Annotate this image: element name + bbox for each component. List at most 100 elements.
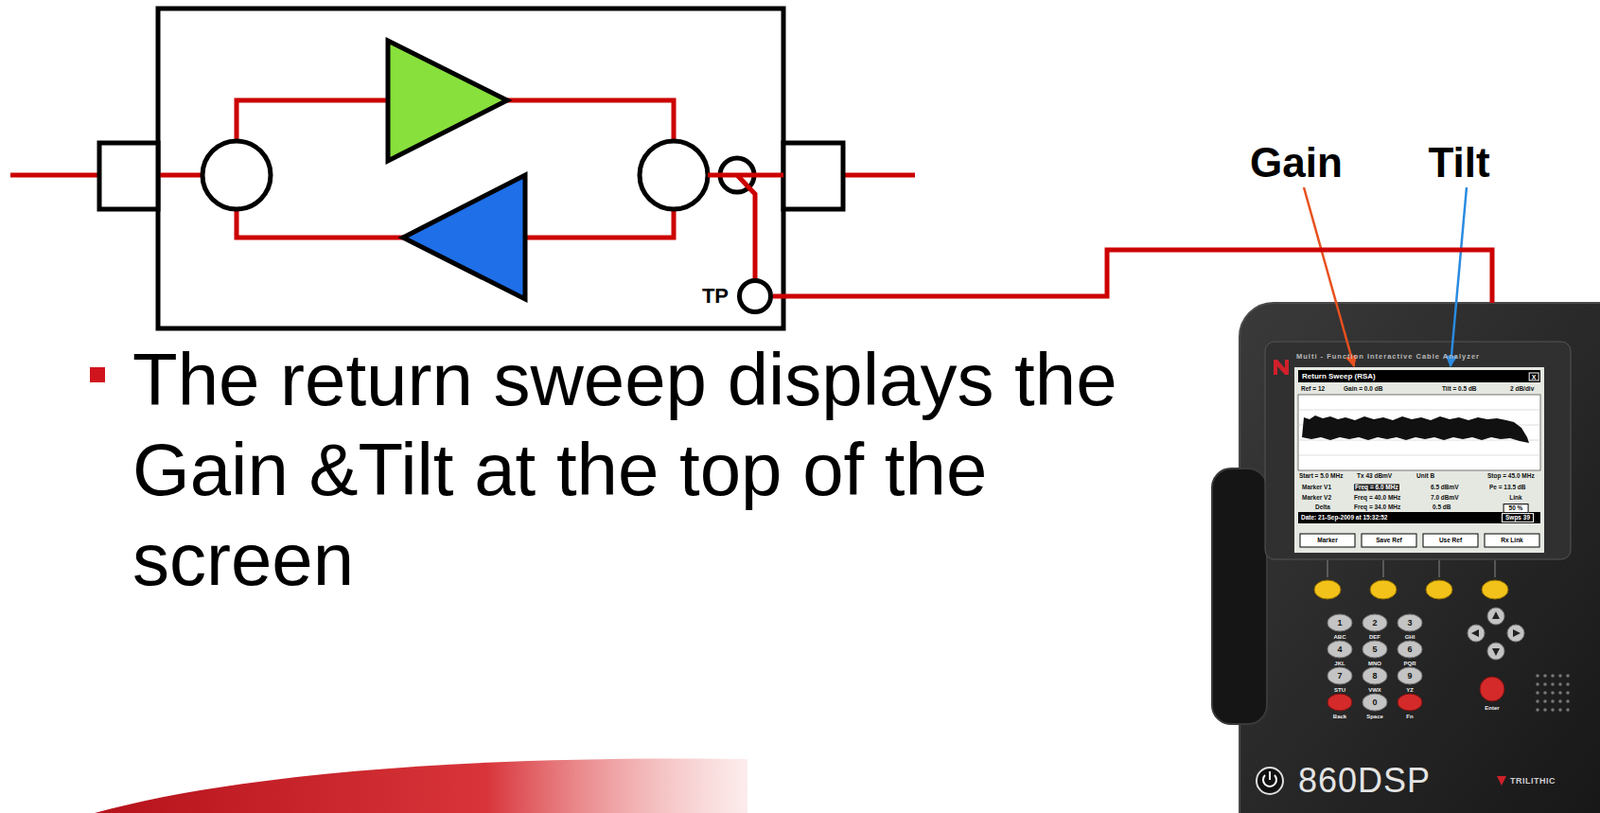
- key-digit: 0: [1371, 698, 1377, 707]
- marker-value: 0.5 dB: [1432, 503, 1452, 510]
- forward-wire: [236, 100, 388, 141]
- key-letters: DEF: [1369, 633, 1381, 640]
- screen-reading: 2 dB/div: [1510, 385, 1534, 392]
- output-port: [783, 142, 844, 210]
- test-point-label: TP: [702, 285, 729, 307]
- circle-outline: [737, 278, 774, 315]
- speaker-grille: [1543, 673, 1548, 678]
- soft-key-divider: [1327, 560, 1329, 578]
- graph-grid: [1298, 455, 1541, 457]
- sweep-count: Swps 39: [1501, 512, 1534, 523]
- red-key: [1397, 693, 1423, 711]
- key-digit: 5: [1371, 645, 1377, 654]
- speaker-grille: [1535, 690, 1540, 695]
- key-caption: Enter: [1484, 704, 1499, 711]
- soft-key-label: Rx Link: [1500, 537, 1523, 545]
- speaker-grille: [1543, 707, 1548, 712]
- date-bar: [1298, 511, 1541, 524]
- coupler-wire: [707, 175, 784, 280]
- key-digit: 1: [1336, 618, 1342, 628]
- soft-key: [1361, 533, 1417, 547]
- marker-label: Marker V1: [1301, 483, 1332, 491]
- marker-label: Delta: [1315, 503, 1331, 510]
- screen-reading: Link: [1509, 493, 1522, 501]
- brand-name: TRILITHIC: [1510, 776, 1556, 786]
- callout-label: Tilt: [1427, 141, 1490, 184]
- speaker-grille: [1558, 699, 1563, 704]
- soft-key-label: Marker: [1317, 537, 1337, 545]
- forward-wire: [507, 100, 674, 141]
- speaker-grille: [1535, 707, 1540, 712]
- speaker-grille: [1543, 682, 1548, 686]
- key-digit: 2: [1371, 618, 1377, 628]
- amplifier-housing: [158, 8, 784, 329]
- key-letters: GHI: [1405, 633, 1416, 640]
- input-port: [99, 142, 159, 210]
- cable-analyzer: [1212, 302, 1600, 813]
- key-digit: 8: [1371, 671, 1377, 681]
- key-digit: 7: [1336, 671, 1342, 681]
- sweep-graph: [1298, 394, 1541, 471]
- key-digit: 6: [1406, 645, 1412, 654]
- speaker-grille: [1565, 673, 1570, 678]
- speaker-grille: [1543, 690, 1548, 695]
- direction-pad: [1512, 629, 1521, 637]
- soft-key-label: Use Ref: [1439, 537, 1462, 545]
- speaker-grille: [1558, 673, 1563, 678]
- screen-title-bar: [1298, 369, 1541, 383]
- direction-pad: [1467, 607, 1525, 660]
- key-digit: 9: [1406, 671, 1412, 681]
- speaker-grille: [1550, 673, 1555, 678]
- direction-pad: [1487, 607, 1505, 625]
- screen-reading: Tilt = 0.5 dB: [1441, 385, 1477, 392]
- graph-grid: [1298, 409, 1541, 411]
- return-amplifier: [403, 175, 526, 299]
- speaker-grille: [1558, 707, 1563, 712]
- screen-reading: Tx 43 dBmV: [1356, 472, 1392, 479]
- test-cable: [773, 249, 1493, 303]
- callout-label: Gain: [1249, 141, 1343, 184]
- soft-key: [1484, 533, 1540, 547]
- red-key: [1327, 676, 1505, 711]
- test-point: TP: [737, 278, 774, 315]
- return-wire: [236, 209, 404, 238]
- speaker-grille: [1550, 682, 1555, 686]
- power-button: [1268, 771, 1271, 780]
- direction-pad: [1492, 611, 1500, 619]
- close-box: X: [1529, 371, 1540, 381]
- marker-value: Freq = 6.0 MHz: [1353, 483, 1400, 491]
- meter-body: [1239, 302, 1600, 813]
- test-point-wire: [737, 175, 756, 280]
- key-button: [1397, 614, 1423, 632]
- soft-key: [1423, 533, 1478, 547]
- key-button: [1397, 640, 1423, 658]
- direction-pad: [1507, 624, 1525, 642]
- brand-mark: [1496, 775, 1507, 786]
- function-button: [1370, 580, 1397, 599]
- leader-line: [1303, 187, 1354, 367]
- speaker-grille: [1535, 682, 1540, 686]
- speaker-grille: [1535, 699, 1540, 704]
- lcd-screen: [1294, 367, 1545, 553]
- screen-bezel: [1265, 341, 1571, 560]
- screen-reading: Gain = 0.0 dB: [1343, 385, 1383, 392]
- signal-wire: [158, 173, 203, 178]
- marker-value: Freq = 40.0 MHz: [1353, 493, 1401, 501]
- marker-value: 6.5 dBmV: [1430, 483, 1460, 491]
- screen-reading: Stop = 45.0 MHz: [1487, 472, 1535, 479]
- red-key: [1479, 676, 1505, 702]
- housing-outline: [158, 8, 784, 329]
- direction-pad: [1492, 648, 1500, 656]
- model-name: 860DSP: [1298, 763, 1431, 798]
- soft-key-label: Save Ref: [1375, 537, 1402, 545]
- circle-outline: [739, 281, 772, 313]
- speaker-grille: [1565, 682, 1570, 686]
- key-button: [1362, 667, 1388, 685]
- speaker-grille: [1558, 682, 1563, 686]
- speaker-grille: [1535, 673, 1570, 712]
- soft-key-divider: [1494, 560, 1496, 578]
- key-button: [1327, 614, 1353, 632]
- power-button: [1256, 767, 1284, 794]
- key-button: [1327, 614, 1423, 711]
- key-letters: ABC: [1334, 633, 1347, 640]
